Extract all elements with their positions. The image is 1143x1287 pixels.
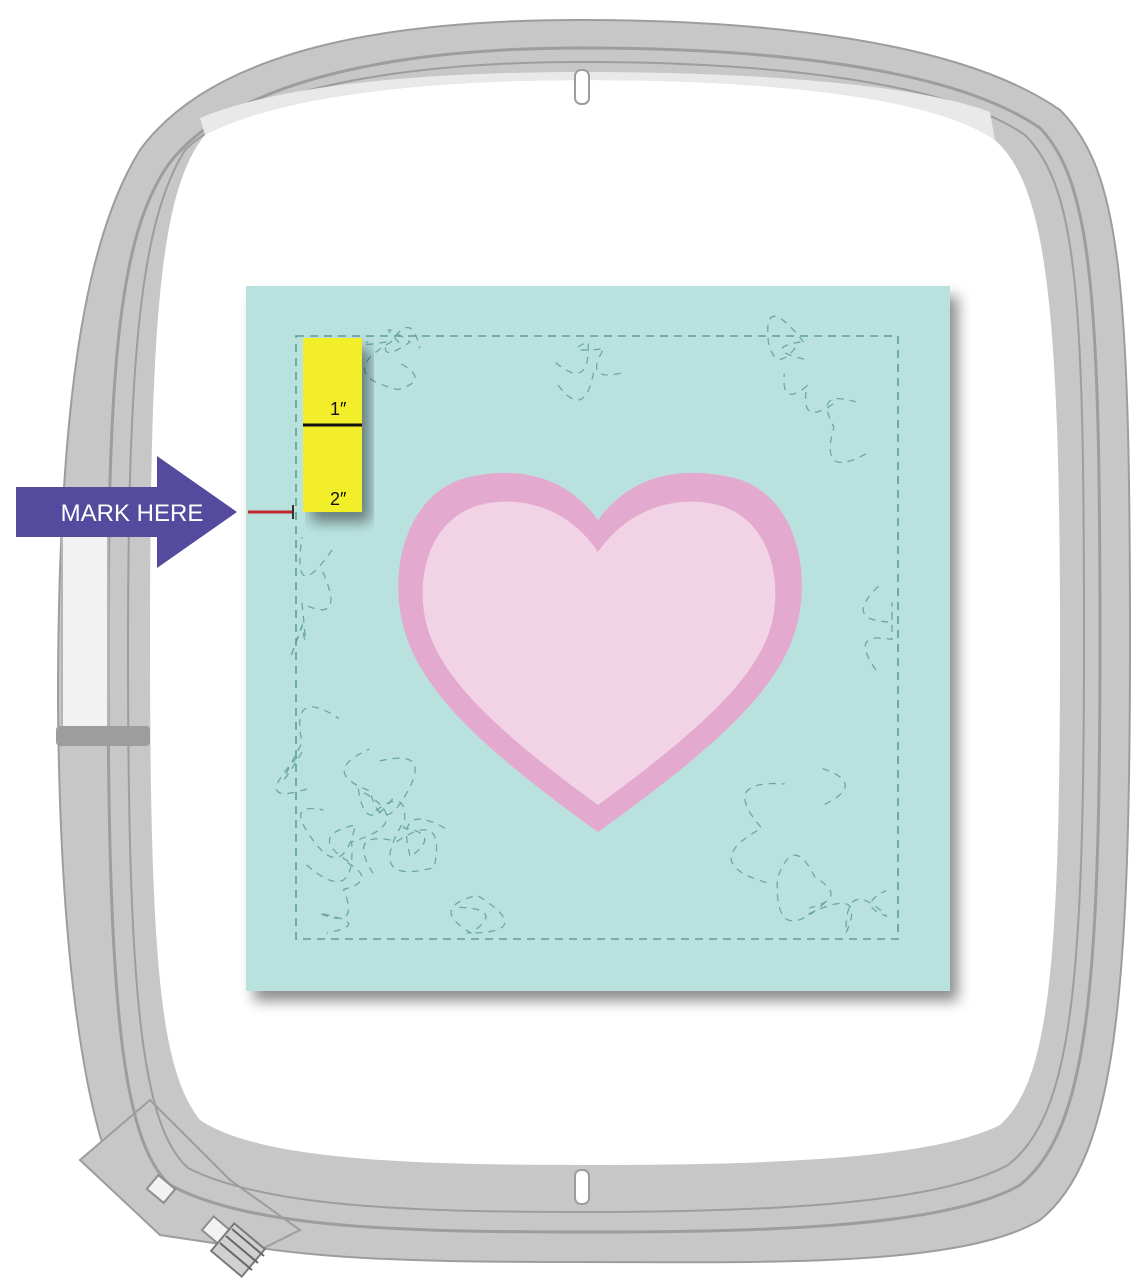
arrow-label: MARK HERE — [61, 500, 204, 527]
hoop-top-notch — [575, 70, 589, 104]
hoop-side-screw — [56, 726, 150, 746]
hoop-side-rail — [62, 530, 108, 730]
ruler-2in-label: 2″ — [330, 489, 347, 509]
hoop-bottom-notch — [575, 1170, 589, 1204]
ruler-1in-label: 1″ — [330, 399, 347, 419]
yellow-ruler: 1″ 2″ — [303, 338, 362, 512]
